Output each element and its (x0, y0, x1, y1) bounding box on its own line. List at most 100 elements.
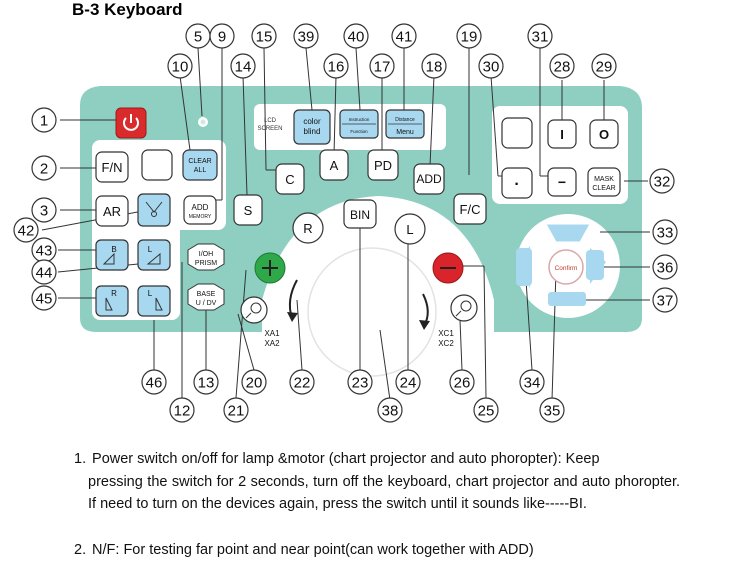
add-memory-label-1: ADD (192, 203, 209, 212)
xc-knob[interactable] (450, 294, 478, 322)
svg-text:LCD: LCD (264, 118, 277, 124)
callout-circle (391, 23, 417, 49)
callout-circle (527, 23, 553, 49)
c-key[interactable]: C (275, 163, 305, 195)
circle-key[interactable]: O (589, 119, 619, 149)
prism-key-42[interactable] (137, 193, 171, 227)
blank-key[interactable] (141, 149, 173, 181)
xa-knob-icon (250, 302, 262, 314)
callout-circle (230, 53, 256, 79)
confirm-button[interactable]: Confirm (548, 249, 584, 285)
description-2: 2. N/F: For testing far point and near p… (74, 539, 680, 562)
description-1-continuation: pressing the switch for 2 seconds, turn … (88, 473, 680, 513)
color-blind-key[interactable]: color blind (293, 109, 331, 145)
base-ud-key[interactable]: BASE U / DV (187, 283, 225, 311)
callout-number-32: 32 (654, 174, 671, 191)
pd-key[interactable]: PD (367, 149, 399, 181)
r-key-label: R (303, 221, 312, 236)
xa1-label: XA1 (264, 329, 280, 338)
callout-number-39: 39 (298, 29, 315, 46)
minus-key[interactable]: − (547, 167, 577, 197)
callout-circle (421, 53, 447, 79)
lcd-screen-label: LCD SCREEN (257, 118, 282, 132)
xa2-label: XA2 (264, 339, 280, 348)
xc2-label: XC2 (438, 339, 454, 348)
fc-key[interactable]: F/C (453, 193, 487, 225)
dpad-right-pad[interactable] (586, 250, 604, 280)
callout-circle (549, 53, 575, 79)
r-key[interactable]: R (292, 212, 324, 244)
callout-number-20: 20 (246, 375, 263, 392)
callout-circle (449, 369, 475, 395)
callout-number-37: 37 (657, 293, 674, 310)
callout-circle (31, 155, 57, 181)
prism-r-key[interactable]: R (95, 285, 129, 317)
callout-number-46: 46 (146, 375, 163, 392)
xc-knob-icon (460, 300, 472, 312)
dot-key-label: · (514, 176, 519, 193)
callout-circle (293, 23, 319, 49)
dot-key[interactable]: · (501, 167, 533, 199)
svg-text:SCREEN: SCREEN (257, 126, 282, 132)
l-key-label: L (406, 222, 413, 237)
dpad-down-button[interactable] (548, 292, 586, 306)
io-prism-key[interactable]: I/OH PRISM (187, 243, 225, 271)
prism-b-key[interactable]: B (95, 239, 129, 271)
prism-l2-key[interactable]: L (137, 285, 171, 317)
callout-number-12: 12 (174, 403, 191, 420)
callout-number-43: 43 (36, 243, 53, 260)
ar-key-label: AR (103, 204, 121, 219)
callout-circle (141, 369, 167, 395)
callout-number-14: 14 (235, 59, 252, 76)
a-key[interactable]: A (319, 149, 349, 181)
callout-number-34: 34 (524, 375, 541, 392)
blank-key-right[interactable] (501, 117, 533, 149)
callout-number-21: 21 (228, 403, 245, 420)
callout-number-24: 24 (400, 375, 417, 392)
callout-circle (167, 53, 193, 79)
callout-circle (31, 285, 57, 311)
callout-number-30: 30 (483, 59, 500, 76)
prism-l-key[interactable]: L (137, 239, 171, 271)
base-label-1: BASE (197, 291, 216, 298)
ar-key[interactable]: AR (95, 195, 129, 227)
plus-icon (262, 260, 278, 276)
s-key[interactable]: S (233, 194, 263, 226)
prism-l-label: L (148, 245, 153, 254)
callout-circle (347, 369, 373, 395)
callout-circle (241, 369, 267, 395)
add-memory-key[interactable]: ADD MEMORY (183, 195, 217, 225)
callout-circle (652, 254, 678, 280)
power-button[interactable] (115, 107, 147, 139)
instruction-label: Instruction (349, 117, 370, 122)
callout-number-15: 15 (256, 29, 273, 46)
keys: F/N CLEAR ALL AR ADD MEMORY S (95, 107, 621, 348)
mask-clear-key[interactable]: MASK CLEAR (587, 167, 621, 197)
add-key[interactable]: ADD (413, 163, 445, 195)
bar-key[interactable]: I (547, 119, 577, 149)
bar-key-label: I (560, 127, 564, 142)
minus-button[interactable] (432, 252, 464, 284)
bin-key[interactable]: BIN (343, 199, 377, 229)
callout-circle (31, 107, 57, 133)
plus-button[interactable] (254, 252, 286, 284)
callout-number-41: 41 (396, 29, 413, 46)
description-1-first-line: Power switch on/off for lamp &motor (cha… (92, 451, 600, 467)
keyboard-diagram: F/N CLEAR ALL AR ADD MEMORY S (13, 23, 678, 423)
distance-menu-key[interactable]: Distance Menu (385, 109, 425, 139)
l-key[interactable]: L (394, 213, 426, 245)
distance-label: Distance (395, 117, 415, 123)
callout-number-45: 45 (36, 291, 53, 308)
fn-key[interactable]: F/N (95, 151, 129, 183)
callout-circle (251, 23, 277, 49)
dpad-left-pad[interactable] (516, 248, 532, 286)
clear-all-key[interactable]: CLEAR ALL (182, 149, 218, 181)
callout-circle (31, 259, 57, 285)
instruction-function-key[interactable]: Instruction Function (339, 109, 379, 139)
callout-number-40: 40 (348, 29, 365, 46)
dpad-up-button[interactable] (545, 223, 591, 243)
xa-knob[interactable] (240, 296, 268, 324)
callout-number-9: 9 (218, 29, 226, 46)
add-memory-label-2: MEMORY (189, 214, 212, 220)
io-prism-label-2: PRISM (195, 260, 217, 267)
